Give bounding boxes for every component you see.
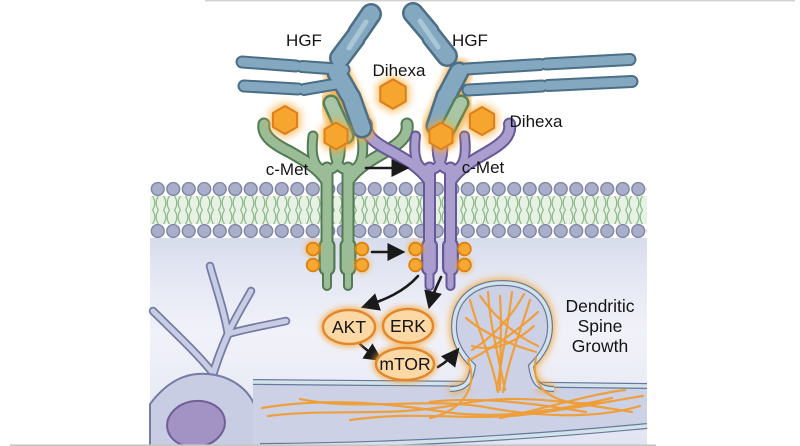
- dendrite-shaft: [252, 379, 648, 446]
- phospho-dots-left: [305, 241, 370, 273]
- dendrite-branches: [148, 261, 291, 397]
- erk-node: [381, 307, 435, 345]
- arrow-mtor-to-spine: [436, 347, 460, 369]
- svg-text:Spine: Spine: [578, 316, 623, 336]
- dihexa-top-label: Dihexa: [373, 61, 426, 80]
- hgf-antibody-left: [235, 3, 382, 148]
- dihexa-right-label: Dihexa: [510, 112, 563, 131]
- mtor-label: mTOR: [379, 354, 430, 374]
- cmet-left-label: c-Met: [266, 160, 309, 179]
- dihexa-hexagon-icon: [379, 78, 407, 110]
- arrows: [358, 158, 460, 369]
- svg-text:Growth: Growth: [572, 336, 628, 356]
- dihexa-hexagon-icon: [323, 121, 349, 151]
- svg-text:Dendritic: Dendritic: [565, 296, 634, 316]
- mtor-node: [374, 346, 436, 382]
- signaling-nodes: AKT ERK mTOR: [320, 306, 437, 383]
- actin-filaments-spine: [428, 290, 602, 420]
- lipid-heads-bottom: [150, 224, 647, 238]
- dendritic-spine: [428, 277, 602, 420]
- dihexa-hexagon-icon: [428, 121, 454, 151]
- neuron: [148, 261, 291, 446]
- arrow-to-akt: [360, 274, 420, 311]
- akt-label: AKT: [332, 317, 366, 337]
- cmet-receptor-left: [257, 117, 414, 291]
- hgf-left-label: HGF: [286, 31, 322, 50]
- cmet-receptor-right: [359, 117, 517, 291]
- lipid-heads-top: [150, 182, 647, 196]
- lipid-tails-pattern: [150, 196, 647, 224]
- akt-node: [321, 308, 377, 346]
- phospho-dots-right: [407, 241, 473, 273]
- labels: HGF HGF Dihexa Dihexa c-Met c-Met Dendri…: [266, 31, 635, 356]
- hgf-right-label: HGF: [452, 31, 488, 50]
- dendritic-spine-growth-label: Dendritic Spine Growth: [565, 296, 634, 356]
- nucleus: [166, 399, 226, 446]
- cmet-right-label: c-Met: [462, 158, 505, 177]
- dihexa-hexagon-icon: [468, 106, 496, 136]
- erk-label: ERK: [390, 316, 426, 336]
- bottom-edge-line: [10, 444, 656, 446]
- top-edge-line: [205, 0, 795, 2]
- plasma-membrane: [150, 182, 647, 238]
- arrow-to-erk: [424, 275, 443, 310]
- dihexa-hexagon-icon: [271, 105, 299, 135]
